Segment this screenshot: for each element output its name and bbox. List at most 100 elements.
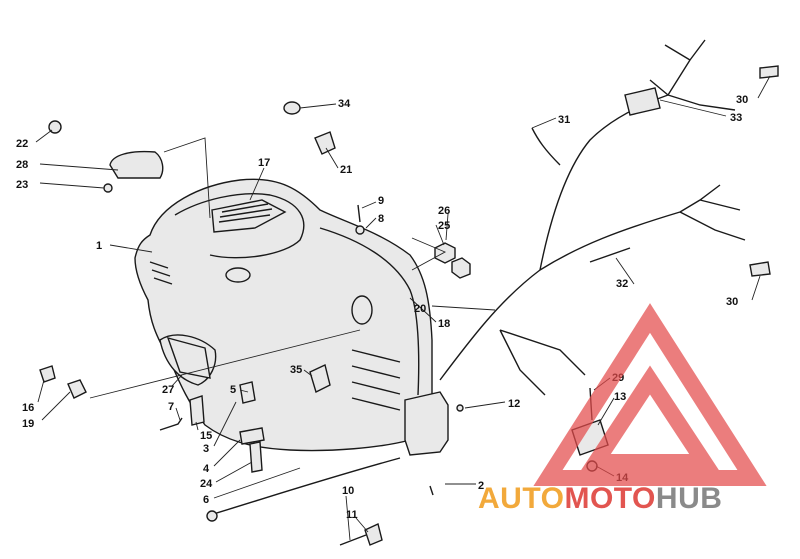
tail-lamp-housing [109,150,164,179]
leader-8 [365,217,377,229]
front-bumper-pad [404,391,449,456]
leader-19 [41,391,71,421]
connector-block-33 [624,87,661,116]
bulb-socket-16 [39,365,56,383]
leader-22 [35,129,53,143]
screw-9 [357,204,361,223]
hood-top-ridge [174,193,305,259]
hood-assembly [134,178,449,456]
leader-hood-lines [89,137,447,399]
wire-10 [339,534,367,546]
leader-33 [659,99,727,117]
leader-5 [239,389,249,393]
ring-terminal-6 [206,510,218,522]
leader-16 [37,379,45,403]
leader-31 [531,117,557,129]
leader-35 [303,369,313,377]
leader-17 [249,167,265,201]
round-boss [351,295,373,325]
callout-12: 12 [508,398,520,410]
leader-7 [175,407,181,421]
connector-30b [749,261,771,277]
leader-1 [109,244,153,253]
callout-8: 8 [378,213,384,225]
callout-24: 24 [200,478,213,490]
clip-7 [159,417,183,431]
leader-34 [299,103,337,109]
bracket-4 [239,427,265,445]
callout-33: 33 [730,112,742,124]
callout-5: 5 [230,384,236,396]
wiring-harness [439,39,779,396]
leader-11 [355,517,369,533]
instrument-panel [211,199,287,233]
washer-8 [355,225,365,235]
ground-wire-6 [209,457,401,516]
callout-labels: 1 2 3 4 5 6 7 8 9 10 11 12 13 14 15 16 1… [16,94,748,521]
leader-13 [597,397,615,426]
spacer-24 [249,441,263,473]
leader-30a [757,75,771,99]
left-vent-slots [149,261,173,285]
watermark-text: AUTOMOTOHUB [478,482,722,515]
leader-24 [215,461,253,483]
callout-25: 25 [438,220,450,232]
gauge-hole [225,267,251,283]
callout-28: 28 [16,159,28,171]
leader-9 [361,201,377,209]
callout-10: 10 [342,485,354,497]
right-connectors [679,184,746,241]
leader-6 [213,467,301,499]
callout-30-bottom: 30 [726,296,738,308]
switch-35 [309,364,331,393]
leader-20 [431,305,496,311]
grommet-34 [283,101,301,115]
leader-30b [751,275,761,301]
callout-23: 23 [16,179,28,191]
connector-30a [759,65,779,79]
switch-11 [364,523,383,546]
callout-31: 31 [558,114,570,126]
callout-2: 2 [478,480,484,492]
hood-side-edge [319,227,420,396]
leader-27 [171,374,183,387]
callout-9: 9 [378,195,384,207]
nut-26 [451,257,471,279]
leader-15 [195,421,199,431]
bulb-19 [67,379,87,399]
nut-23 [103,183,113,193]
callout-4: 4 [203,463,210,475]
main-harness-trunk [439,211,681,381]
watermark-triangle-outer [533,303,767,486]
callout-6: 6 [203,494,209,506]
watermark: AUTOMOTOHUB [478,303,767,515]
leader-10 [345,495,351,541]
upper-connectors [649,39,736,111]
leader-25 [435,224,445,246]
leader-4 [213,439,241,467]
right-vent-slots [351,349,401,411]
callout-1: 1 [96,240,102,252]
watermark-text-auto: AUTO [478,482,564,515]
callout-19: 19 [22,418,34,430]
callout-32: 32 [616,278,628,290]
bracket-15 [189,395,205,426]
callout-30-top: 30 [736,94,748,106]
switch-21 [314,131,336,155]
callout-3: 3 [203,443,209,455]
harness-branch-32 [589,247,631,263]
rivet-12 [456,404,464,412]
nut-25 [434,242,456,264]
leader-26 [445,213,449,241]
callout-17: 17 [258,157,270,169]
watermark-text-hub: HUB [656,482,723,515]
callout-34: 34 [338,98,351,110]
callout-16: 16 [22,402,34,414]
leader-18 [409,297,437,323]
harness-branch-31 [531,127,561,166]
callout-35: 35 [290,364,302,376]
hardware [39,101,609,546]
screw-2 [429,485,434,496]
